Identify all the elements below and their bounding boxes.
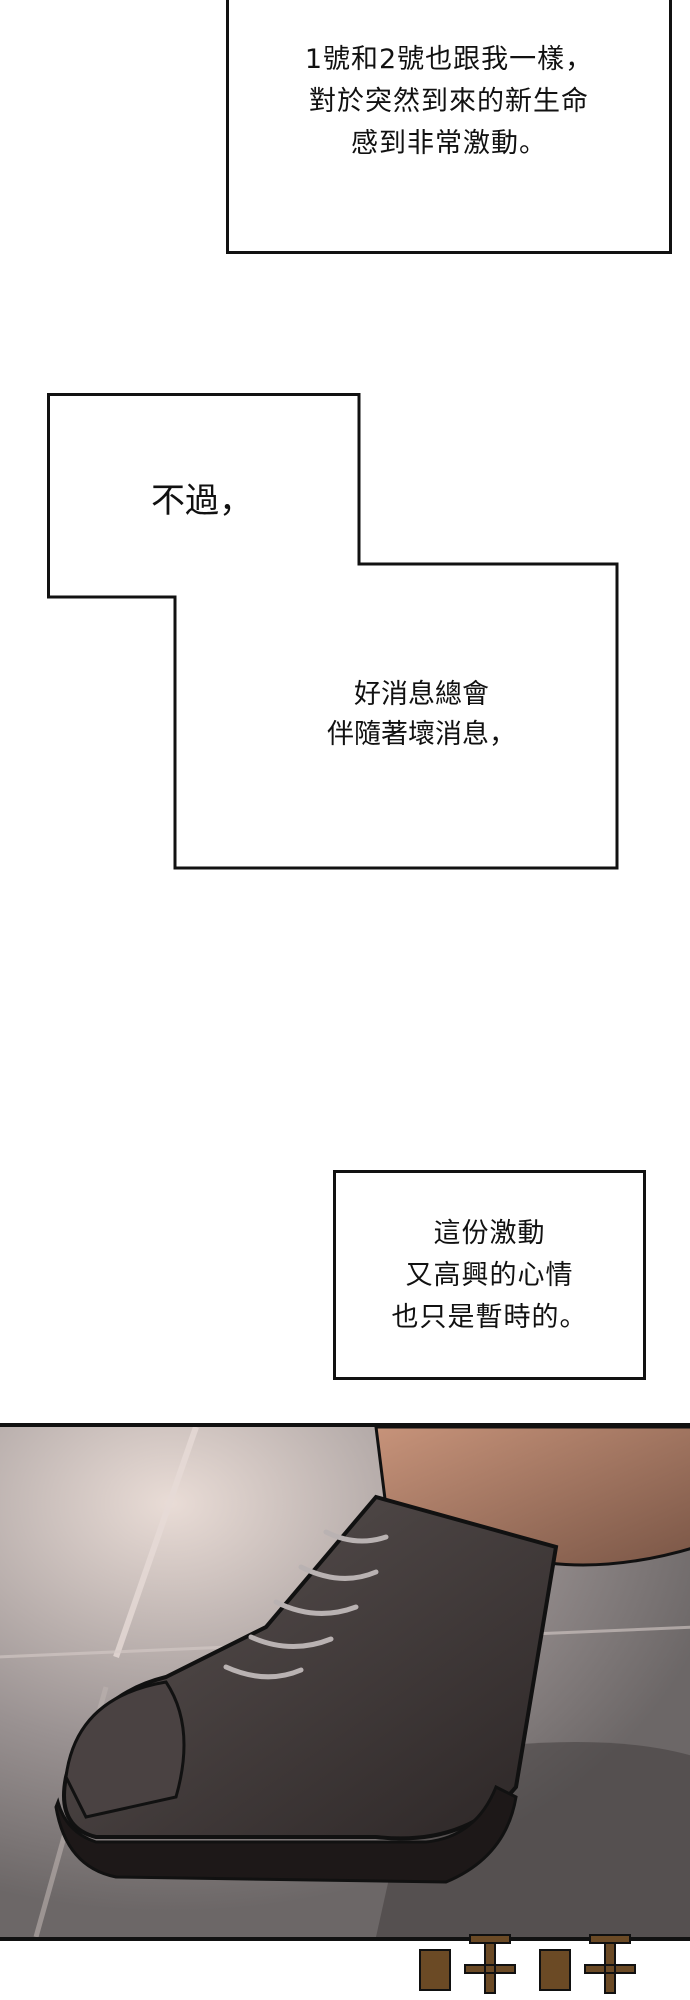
caption-2-line-1: 好消息總會 [354,679,489,710]
caption-1-text: 1號和2號也跟我一樣， 對於突然到來的新生命 感到非常激動。 [229,39,669,165]
caption-2-text: 好消息總會 伴隨著壞消息， [222,675,621,755]
caption-box-2: 不過， 好消息總會 伴隨著壞消息， [47,393,621,871]
boot-panel [0,1423,690,1941]
caption-box-3: 這份激動 又高興的心情 也只是暫時的。 [333,1170,646,1380]
caption-3-line-2: 又高興的心情 [405,1260,574,1291]
boot-illustration [0,1427,690,1937]
sfx-lettering [419,1934,636,1994]
caption-1-line-3: 感到非常激動。 [351,128,547,159]
caption-1-line-1: 1號和2號也跟我一樣， [304,44,594,75]
caption-2-line-2: 伴隨著壞消息， [327,719,516,750]
caption-box-1: 1號和2號也跟我一樣， 對於突然到來的新生命 感到非常激動。 [226,0,672,254]
caption-3-line-1: 這份激動 [433,1218,546,1249]
caption-3-text: 這份激動 又高興的心情 也只是暫時的。 [336,1213,643,1339]
caption-box-2-outline [47,393,619,870]
caption-1-line-2: 對於突然到來的新生命 [309,86,589,117]
caption-2-first-line: 不過， [151,481,253,521]
caption-3-line-3: 也只是暫時的。 [391,1302,588,1333]
